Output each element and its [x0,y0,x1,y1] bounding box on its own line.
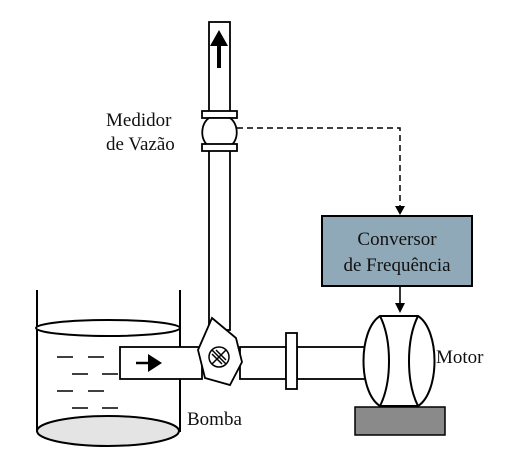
pump-label: Bomba [187,409,242,430]
drive-pipe [239,346,378,380]
water-lines [57,356,118,409]
discharge-pipe [208,21,231,331]
motor-label: Motor [436,347,484,368]
flowmeter-label-line2: de Vazão [106,134,175,155]
converter-label-line2: de Frequência [343,255,451,276]
water-tank [35,290,181,447]
crossed-circle-icon [208,346,230,368]
up-arrow-icon [210,30,228,68]
motor-base [354,406,446,436]
converter-to-motor-arrow [395,286,405,313]
tank-bottom [36,415,180,447]
converter-label-line1: Conversor [357,229,437,250]
frequency-converter [321,215,473,287]
coupling-flange [285,332,298,390]
motor [362,315,436,407]
right-arrow-icon [136,354,162,372]
flow-meter [201,110,238,152]
flowmeter-label-line1: Medidor [106,110,172,131]
signal-line [237,127,405,215]
